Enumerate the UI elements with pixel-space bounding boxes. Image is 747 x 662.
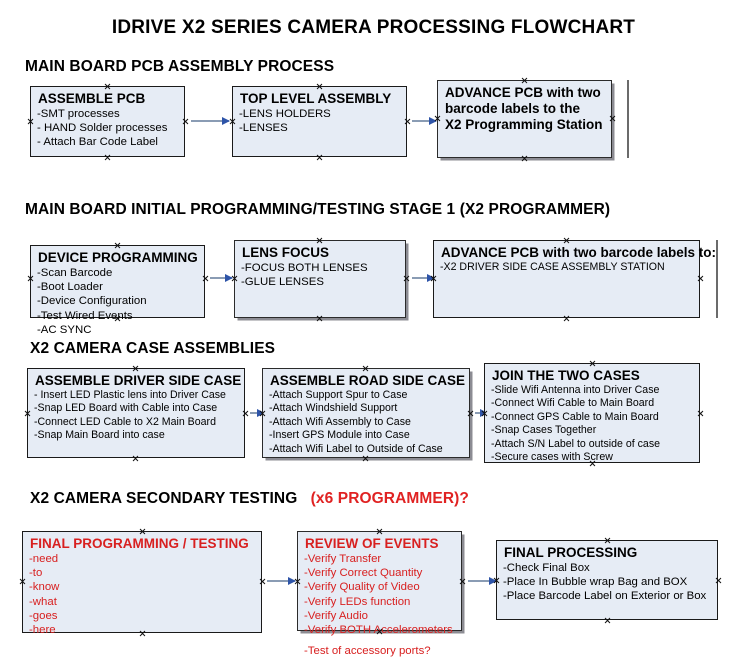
box-title: ASSEMBLE ROAD SIDE CASE (270, 373, 466, 388)
box-line: -Attach Windshield Support (269, 402, 398, 415)
box-line: -Connect Wifi Cable to Main Board (491, 397, 655, 410)
box-line: -Verify BOTH Accelerometers (304, 624, 453, 637)
box-title: FINAL PROGRAMMING / TESTING (30, 536, 249, 551)
arrow-head-icon (288, 576, 296, 585)
box-line: - Attach Bar Code Label (37, 136, 158, 149)
box-line: -X2 DRIVER SIDE CASE ASSEMBLY STATION (440, 261, 665, 273)
box-line: -Snap Main Board into case (34, 429, 165, 442)
box-line: -Attach Wifi Label to Outside of Case (269, 442, 443, 455)
arrow-head-icon (429, 116, 437, 125)
box-line: - HAND Solder processes (37, 122, 168, 135)
box-join-the-two-cases[interactable]: JOIN THE TWO CASES -Slide Wifi Antenna i… (484, 363, 700, 463)
arrow-driver-case-to-road-case (250, 408, 265, 417)
box-line: -Verify Quality of Video (304, 581, 420, 594)
box-line: -Boot Loader (37, 281, 103, 294)
arrow-head-icon (427, 273, 435, 282)
box-title: JOIN THE TWO CASES (492, 368, 640, 383)
section-divider-line-1 (627, 80, 629, 158)
box-lens-focus[interactable]: LENS FOCUS -FOCUS BOTH LENSES -GLUE LENS… (234, 240, 406, 318)
arrow-review-to-final-processing (468, 576, 497, 585)
section-heading-main-board-initial-programming: MAIN BOARD INITIAL PROGRAMMING/TESTING S… (25, 201, 611, 218)
box-line: -to (29, 567, 43, 580)
box-title: ASSEMBLE DRIVER SIDE CASE (35, 373, 242, 388)
box-line: -Place Barcode Label on Exterior or Box (503, 590, 707, 603)
arrow-head-icon (222, 116, 230, 125)
box-advance-pcb-driver-side[interactable]: ADVANCE PCB with two barcode labels to: … (433, 240, 717, 318)
box-line: -Insert GPS Module into Case (269, 429, 410, 442)
box-assemble-driver-side-case[interactable]: ASSEMBLE DRIVER SIDE CASE - Insert LED P… (27, 368, 245, 458)
box-line: -LENSES (239, 122, 288, 135)
box-line: -Verify Audio (304, 609, 368, 622)
box-line: -Test Wired Events (37, 309, 133, 322)
box-line: -LENS HOLDERS (239, 108, 331, 120)
box-line: -Secure cases with Screw (491, 451, 613, 464)
box-top-level-assembly[interactable]: TOP LEVEL ASSEMBLY -LENS HOLDERS -LENSES (232, 86, 407, 157)
box-final-processing[interactable]: FINAL PROCESSING -Check Final Box -Place… (496, 540, 718, 620)
box-line: - Insert LED Plastic lens into Driver Ca… (34, 389, 226, 401)
box-line: -Slide Wifi Antenna into Driver Case (491, 384, 660, 396)
page-title: IDRIVE X2 SERIES CAMERA PROCESSING FLOWC… (111, 17, 636, 38)
section-heading-accent: (x6 PROGRAMMER)? (310, 490, 469, 507)
box-line: -Snap Cases Together (491, 424, 597, 437)
section-divider-line-2 (716, 240, 718, 318)
arrow-final-programming-to-review (267, 576, 296, 585)
box-line: -Connect LED Cable to X2 Main Board (34, 415, 216, 428)
box-line: X2 Programming Station (445, 117, 603, 132)
box-overflow-line: -Test of accessory ports? (304, 645, 431, 658)
box-line: -know (29, 581, 60, 594)
arrow-head-icon (225, 273, 233, 282)
arrow-head-icon (257, 408, 265, 417)
box-line: -Scan Barcode (37, 267, 113, 279)
box-line: -goes (29, 609, 58, 622)
box-title: REVIEW OF EVENTS (305, 536, 439, 551)
box-line: -Check Final Box (503, 562, 590, 574)
box-line: -Device Configuration (37, 295, 147, 308)
box-line: -here (29, 624, 56, 637)
box-line: -Verify LEDs function (304, 595, 411, 608)
box-line: -Snap LED Board with Cable into Case (34, 402, 218, 415)
box-advance-pcb-programming-station[interactable]: ADVANCE PCB with two barcode labels to t… (437, 80, 612, 158)
arrow-top-level-to-advance-pcb (412, 116, 437, 125)
box-line: -Verify Correct Quantity (304, 567, 423, 580)
box-assemble-road-side-case[interactable]: ASSEMBLE ROAD SIDE CASE -Attach Support … (262, 368, 470, 458)
arrow-device-programming-to-lens-focus (210, 273, 233, 282)
box-line: -Attach S/N Label to outside of case (491, 437, 661, 450)
box-line: -Attach Support Spur to Case (269, 389, 408, 401)
box-title: FINAL PROCESSING (504, 545, 638, 560)
box-line: -Connect GPS Cable to Main Board (491, 410, 659, 423)
box-line: barcode labels to the (445, 101, 581, 116)
box-line: -FOCUS BOTH LENSES (241, 262, 368, 274)
section-heading-x2-camera-secondary-testing: X2 CAMERA SECONDARY TESTING (x6 PROGRAMM… (30, 490, 469, 508)
box-line: -Place In Bubble wrap Bag and BOX (503, 576, 688, 589)
box-line: -AC SYNC (37, 323, 92, 336)
box-device-programming[interactable]: DEVICE PROGRAMMING -Scan Barcode -Boot L… (30, 245, 205, 336)
box-title: LENS FOCUS (242, 245, 330, 260)
box-title: ASSEMBLE PCB (38, 91, 146, 106)
box-line: -GLUE LENSES (241, 276, 324, 289)
arrow-assemble-pcb-to-top-level (191, 116, 230, 125)
box-line: -SMT processes (37, 108, 120, 120)
section-heading-main-board-pcb-assembly-process: MAIN BOARD PCB ASSEMBLY PROCESS (25, 58, 335, 75)
box-line: -need (29, 553, 59, 565)
arrow-head-icon (489, 576, 497, 585)
box-line: -Verify Transfer (304, 553, 382, 565)
box-line: -Attach Wifi Assembly to Case (269, 415, 411, 428)
section-heading-x2-camera-case-assemblies: X2 CAMERA CASE ASSEMBLIES (30, 340, 276, 357)
arrow-lens-focus-to-advance-pcb-driver (412, 273, 435, 282)
box-title: ADVANCE PCB with two barcode labels to: (441, 245, 717, 260)
box-line: -what (29, 595, 57, 608)
box-title: DEVICE PROGRAMMING (38, 250, 198, 265)
box-title: TOP LEVEL ASSEMBLY (240, 91, 392, 106)
box-review-of-events[interactable]: REVIEW OF EVENTS -Verify Transfer -Verif… (297, 531, 462, 657)
box-final-programming-testing[interactable]: FINAL PROGRAMMING / TESTING -need -to -k… (22, 531, 262, 636)
box-title: ADVANCE PCB with two (445, 85, 601, 100)
box-assemble-pcb[interactable]: ASSEMBLE PCB -SMT processes - HAND Solde… (30, 86, 185, 157)
section-heading-text: X2 CAMERA SECONDARY TESTING (30, 490, 298, 507)
